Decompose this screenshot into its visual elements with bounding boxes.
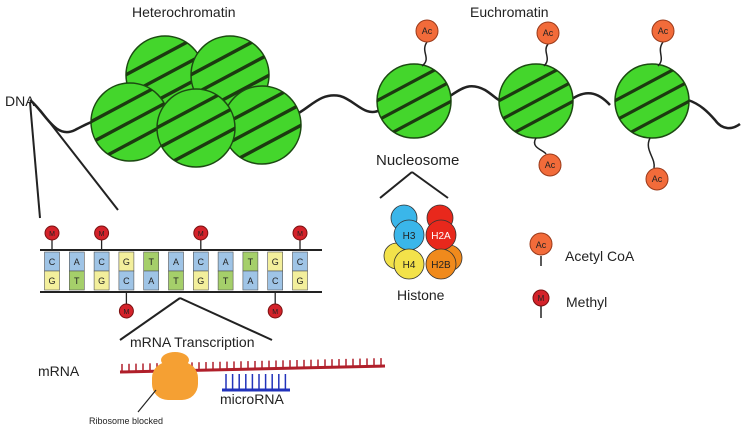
acetyl-group: Ac: [645, 137, 669, 191]
microrna-strand: [222, 374, 290, 392]
base-top: A: [74, 257, 80, 267]
base-bottom: G: [197, 276, 204, 286]
base-pair: CG: [93, 251, 110, 291]
base-top: G: [123, 257, 130, 267]
base-bottom: T: [74, 276, 80, 286]
methyl-group: M: [267, 292, 283, 319]
base-bottom: C: [123, 276, 130, 286]
methyl-tag: M: [297, 231, 303, 238]
microrna-label: microRNA: [220, 391, 284, 407]
dna-zoom-line-left: [29, 101, 41, 219]
nucleosome-label: Nucleosome: [376, 152, 459, 169]
base-bottom: A: [148, 276, 154, 286]
histone-h2b: H2B: [425, 248, 457, 280]
nucleosome-zoom-line-right: [411, 171, 449, 199]
chromatin-dna-strand: [29, 85, 741, 134]
histone-octamer: H3 H2A H4 H2B: [383, 204, 463, 280]
histone-h2a: H2A: [425, 219, 457, 251]
base-pair: TA: [143, 251, 159, 291]
euchromatin-label: Euchromatin: [470, 4, 549, 20]
methyl-tag: M: [99, 231, 105, 238]
histone-name: H4: [403, 260, 416, 271]
acetyl-group: Ac: [415, 19, 439, 67]
transcription-zoom-line-right: [179, 297, 273, 341]
legend-acetyl-tag: Ac: [536, 240, 547, 250]
histone-name: H3: [403, 231, 416, 242]
base-pair: CG: [193, 251, 209, 291]
base-bottom: T: [223, 276, 229, 286]
methyl-tag: M: [198, 231, 204, 238]
base-top: G: [272, 257, 279, 267]
base-bottom: T: [173, 276, 179, 286]
acetyl-tag: Ac: [545, 160, 556, 170]
base-bottom: G: [48, 276, 55, 286]
base-bottom: C: [272, 276, 279, 286]
acetyl-tag: Ac: [422, 26, 433, 36]
heterochromatin-label: Heterochromatin: [132, 4, 236, 20]
base-bottom: G: [98, 276, 105, 286]
ribosome-blocked-label: Ribosome blocked: [89, 416, 163, 426]
ribosome-pointer: [137, 389, 157, 413]
acetyl-tag: Ac: [658, 26, 669, 36]
heterochromatin-cluster: [90, 35, 302, 168]
base-bottom: A: [247, 276, 253, 286]
base-pair: GC: [267, 251, 284, 291]
base-top: C: [198, 257, 205, 267]
base-top: C: [297, 257, 304, 267]
base-pair: AT: [168, 251, 184, 291]
acetyl-tag: Ac: [543, 28, 554, 38]
base-top: T: [148, 257, 154, 267]
base-pair: AT: [69, 251, 85, 291]
histone-h3: H3: [393, 219, 425, 251]
legend-acetyl: Ac Acetyl CoA: [529, 232, 635, 266]
base-top: A: [223, 257, 229, 267]
base-bottom: G: [296, 276, 303, 286]
acetyl-group: Ac: [533, 137, 562, 177]
methyl-tag: M: [49, 231, 55, 238]
methyl-tag: M: [123, 309, 129, 316]
base-pair: AT: [217, 251, 234, 291]
histone-name: H2B: [431, 260, 451, 271]
ribosome: [152, 352, 198, 400]
base-pair: TA: [242, 251, 259, 291]
histone-label: Histone: [397, 287, 445, 303]
dna-label: DNA: [5, 93, 35, 109]
legend-methyl-tag: M: [538, 294, 545, 303]
methyl-group: M: [193, 225, 209, 250]
base-top: C: [49, 257, 56, 267]
base-pair: CG: [44, 251, 60, 291]
legend-acetyl-label: Acetyl CoA: [565, 248, 635, 264]
acetyl-group: Ac: [651, 19, 675, 67]
base-top: T: [248, 257, 254, 267]
legend-methyl-label: Methyl: [566, 294, 607, 310]
nucleosome-zoom-line-left: [379, 171, 413, 199]
methyl-group: M: [94, 225, 110, 250]
euchromatin-nucleosome: [376, 63, 452, 139]
legend-methyl: M Methyl: [532, 289, 607, 318]
euchromatin-nucleosome: [498, 63, 574, 139]
acetyl-group: Ac: [536, 21, 560, 67]
base-pair: CG: [292, 251, 308, 291]
mrna-transcription-label: mRNA Transcription: [130, 334, 254, 350]
methyl-group: M: [44, 225, 60, 250]
methyl-tag: M: [272, 309, 278, 316]
base-pair: GC: [118, 251, 135, 291]
dna-zoom-line-right: [39, 109, 119, 211]
base-top: A: [173, 257, 179, 267]
histone-h4: H4: [393, 248, 425, 280]
euchromatin-nucleosome: [614, 63, 690, 139]
transcription-zoom-line-left: [119, 297, 181, 341]
base-top: C: [98, 257, 105, 267]
methyl-group: M: [292, 225, 308, 250]
histone-name: H2A: [431, 231, 451, 242]
methyl-group: M: [118, 292, 134, 319]
mrna-label: mRNA: [38, 363, 80, 379]
acetyl-tag: Ac: [652, 174, 663, 184]
